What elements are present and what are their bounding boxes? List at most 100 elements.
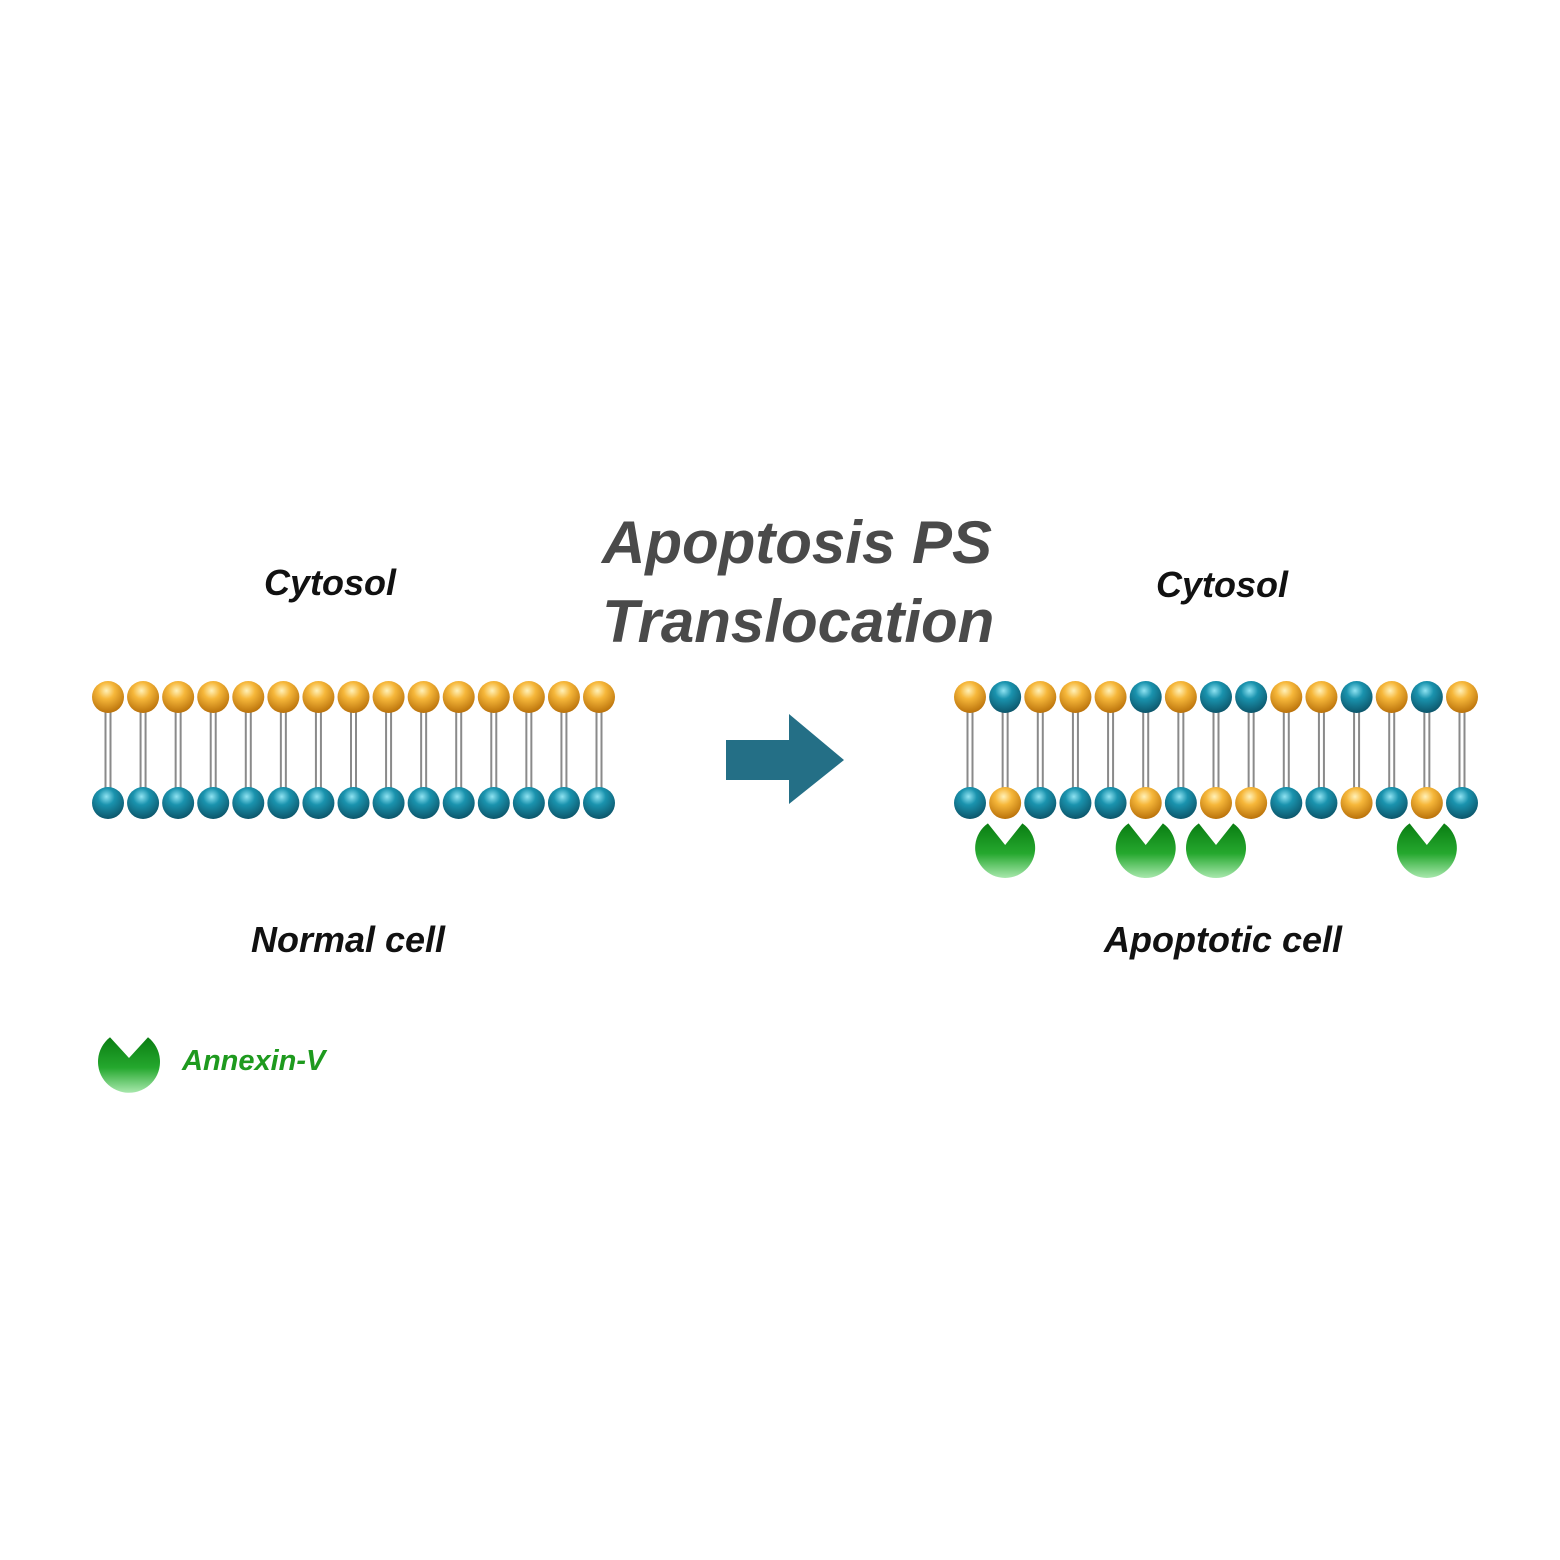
ps-head: [372, 681, 405, 713]
ps-head: [954, 681, 986, 713]
phospholipid: [232, 681, 265, 819]
pc-head: [512, 787, 545, 819]
annexin-v-icon: [1186, 823, 1246, 878]
phospholipid: [1340, 681, 1373, 819]
apoptotic-cell-membrane: [954, 681, 1478, 878]
phospholipid: [1305, 681, 1338, 819]
normal-cell-membrane: [92, 681, 615, 819]
annexin-v-icon: [975, 823, 1036, 878]
phospholipid: [1270, 681, 1303, 819]
phospholipid: [407, 681, 440, 819]
phospholipid: [337, 681, 370, 819]
ps-head: [442, 681, 475, 713]
ps-head: [1270, 681, 1303, 713]
annexin-v-icon: [97, 1037, 160, 1093]
pc-head: [989, 681, 1022, 713]
ps-head: [1059, 681, 1092, 713]
ps-head: [1340, 787, 1373, 819]
phospholipid: [92, 681, 124, 819]
pc-head: [197, 787, 230, 819]
phospholipid: [267, 681, 300, 819]
pc-head: [1305, 787, 1338, 819]
phospholipid: [512, 681, 545, 819]
pc-head: [337, 787, 370, 819]
phospholipid: [162, 681, 195, 819]
ps-head: [1375, 681, 1408, 713]
pc-head: [1375, 787, 1408, 819]
ps-head: [989, 787, 1022, 819]
ps-head: [1410, 787, 1443, 819]
phospholipid: [477, 681, 510, 819]
pc-head: [1200, 681, 1232, 713]
annexin-v-icon: [1115, 823, 1176, 878]
right-arrow-icon: [726, 714, 844, 804]
pc-head: [1024, 787, 1057, 819]
ps-head: [547, 681, 580, 713]
pc-head: [162, 787, 195, 819]
ps-head: [267, 681, 300, 713]
pc-head: [1235, 681, 1268, 713]
pc-head: [127, 787, 160, 819]
phospholipid: [197, 681, 230, 819]
ps-head: [1129, 787, 1162, 819]
pc-head: [1446, 787, 1478, 819]
phospholipid: [302, 681, 335, 819]
left-cytosol-label: Cytosol: [264, 562, 397, 603]
apoptotic-cell-label: Apoptotic cell: [1103, 919, 1343, 960]
ps-head: [1024, 681, 1057, 713]
pc-head: [442, 787, 475, 819]
ps-head: [477, 681, 510, 713]
phospholipid: [1375, 681, 1408, 819]
pc-head: [1094, 787, 1127, 819]
phospholipid: [1200, 681, 1232, 819]
pc-head: [583, 787, 615, 819]
pc-head: [1340, 681, 1373, 713]
phospholipid: [989, 681, 1022, 819]
annexin-v-icon: [1396, 823, 1457, 878]
phospholipid: [1059, 681, 1092, 819]
ps-head: [1164, 681, 1197, 713]
phospholipid: [1410, 681, 1443, 819]
pc-head: [1270, 787, 1303, 819]
phospholipid: [127, 681, 160, 819]
phospholipid: [954, 681, 986, 819]
pc-head: [407, 787, 440, 819]
ps-head: [1446, 681, 1478, 713]
pc-head: [477, 787, 510, 819]
phospholipid: [442, 681, 475, 819]
annexin-legend: Annexin-V: [97, 1037, 328, 1093]
diagram-title-line1: Apoptosis PS: [600, 509, 992, 576]
phospholipid: [372, 681, 405, 819]
pc-head: [92, 787, 124, 819]
phospholipid: [1024, 681, 1057, 819]
phospholipid: [583, 681, 615, 819]
ps-head: [1200, 787, 1232, 819]
ps-head: [302, 681, 335, 713]
diagram-title-line2: Translocation: [602, 588, 994, 655]
phospholipid: [547, 681, 580, 819]
annexin-legend-label: Annexin-V: [181, 1045, 328, 1077]
ps-head: [162, 681, 195, 713]
pc-head: [232, 787, 265, 819]
pc-head: [1410, 681, 1443, 713]
pc-head: [372, 787, 405, 819]
phospholipid: [1129, 681, 1162, 819]
ps-head: [512, 681, 545, 713]
normal-cell-label: Normal cell: [251, 919, 446, 960]
pc-head: [1059, 787, 1092, 819]
pc-head: [1129, 681, 1162, 713]
pc-head: [1164, 787, 1197, 819]
ps-head: [583, 681, 615, 713]
pc-head: [954, 787, 986, 819]
ps-head: [1305, 681, 1338, 713]
pc-head: [547, 787, 580, 819]
phospholipid: [1235, 681, 1268, 819]
ps-head: [127, 681, 160, 713]
phospholipid: [1164, 681, 1197, 819]
ps-head: [232, 681, 265, 713]
ps-head: [337, 681, 370, 713]
ps-head: [197, 681, 230, 713]
ps-head: [1235, 787, 1268, 819]
phospholipid: [1094, 681, 1127, 819]
